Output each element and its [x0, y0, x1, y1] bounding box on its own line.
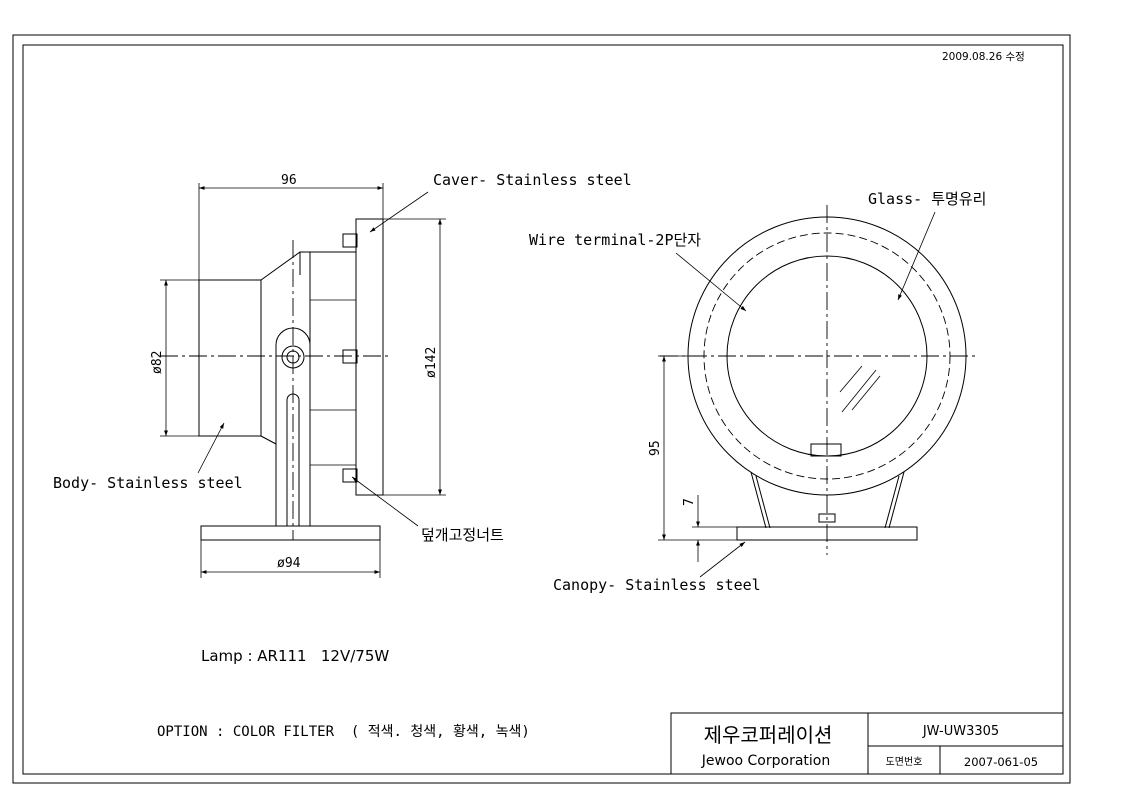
company-name-kr: 제우코퍼레이션 — [704, 723, 833, 747]
label-glass: Glass- 투명유리 — [868, 190, 986, 208]
body-tube — [198, 279, 262, 437]
front-view: 95 7 Glass- 투명유리 Wire terminal-2P단자 Cano… — [529, 190, 986, 594]
cover-nut — [342, 468, 358, 483]
dim-height: 95 — [648, 440, 663, 456]
label-wire: Wire terminal-2P단자 — [529, 231, 701, 249]
base-plate — [200, 525, 381, 541]
cover-nut — [342, 233, 358, 248]
dim-base: 7 — [682, 498, 697, 506]
option-note: OPTION : COLOR FILTER ( 적색. 청색, 황색, 녹색) — [157, 724, 530, 740]
title-block: 제우코퍼레이션 Jewoo Corporation JW-UW3305 도면번호… — [670, 712, 1064, 775]
label-body: Body- Stainless steel — [53, 474, 243, 492]
cover-plate — [355, 218, 384, 496]
revision-note: 2009.08.26 수정 — [942, 51, 1025, 63]
body-flange — [260, 251, 356, 281]
wire-terminal — [810, 443, 842, 457]
bracket-arm — [275, 327, 311, 527]
side-view: 96 ø82 ø142 ø94 Caver- Stainless steel B… — [53, 171, 632, 578]
drawing-number: 2007-061-05 — [964, 755, 1038, 769]
label-canopy: Canopy- Stainless steel — [553, 576, 761, 594]
lamp-note: Lamp : AR111 12V/75W — [201, 647, 389, 665]
label-cover: Caver- Stainless steel — [433, 171, 632, 189]
cover-nut — [342, 349, 358, 364]
bracket-slot — [286, 393, 300, 526]
drawing-no-label: 도면번호 — [886, 756, 923, 768]
model-number: JW-UW3305 — [922, 724, 999, 739]
dim-body-dia: ø82 — [150, 351, 165, 374]
label-nut: 덮개고정너트 — [421, 526, 504, 544]
inner-border — [22, 44, 1064, 775]
company-name-en: Jewoo Corporation — [701, 753, 830, 769]
dim-width: 96 — [281, 173, 297, 188]
dim-base-dia: ø94 — [277, 556, 301, 571]
sheet-border — [12, 34, 1071, 784]
dim-cover-dia: ø142 — [424, 347, 439, 378]
